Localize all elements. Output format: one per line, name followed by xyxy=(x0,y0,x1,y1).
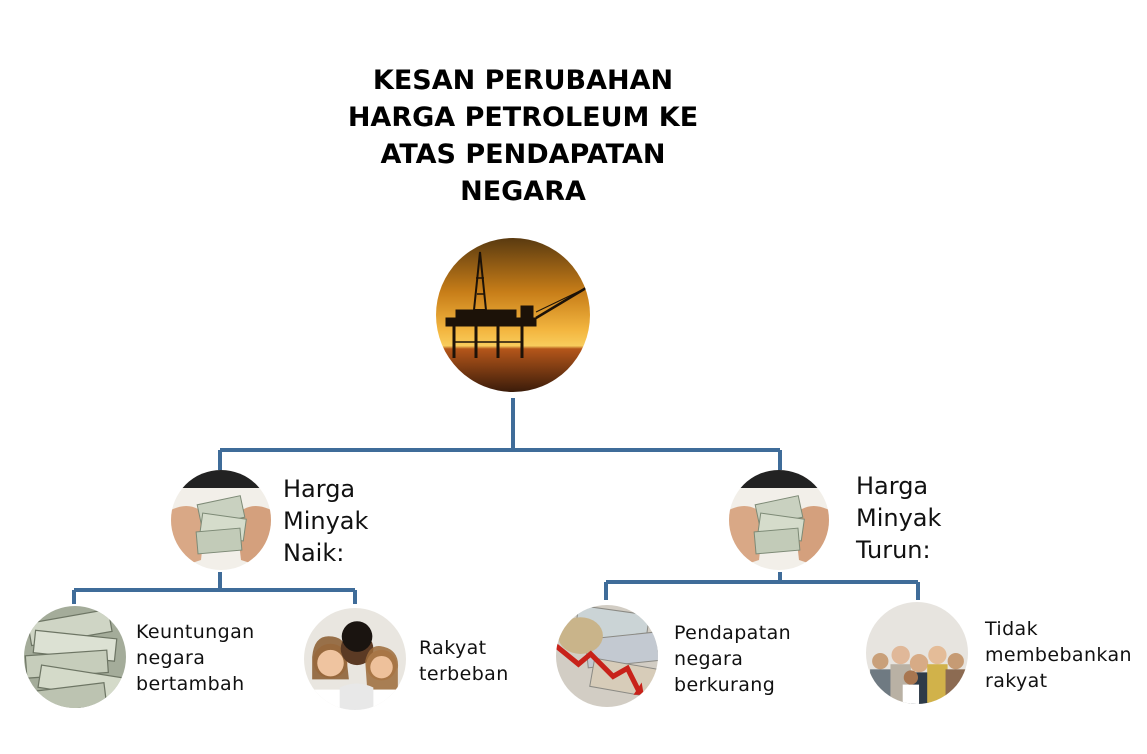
branch-node-naik xyxy=(171,470,271,570)
happy-people-icon xyxy=(304,608,406,710)
leaf-node-pendapatan xyxy=(556,605,658,707)
branch-node-turun xyxy=(729,470,829,570)
leaf-node-rakyat-terbeban xyxy=(304,608,406,710)
group-people-icon xyxy=(866,602,968,704)
branch-label-turun: Harga Minyak Turun: xyxy=(856,472,942,564)
leaf-label-pendapatan: Pendapatan negara berkurang xyxy=(674,622,792,696)
right-connector xyxy=(604,572,920,600)
leaf-label-rakyat-terbeban: Rakyat terbeban xyxy=(419,637,509,685)
leaf-node-tidak-membebankan xyxy=(866,602,968,704)
left-connector xyxy=(72,572,357,604)
leaf-node-keuntungan xyxy=(24,606,126,708)
page-title: KESAN PERUBAHAN HARGA PETROLEUM KE ATAS … xyxy=(347,65,699,207)
leaf-label-tidak-membebankan: Tidak membebankan rakyat xyxy=(985,618,1132,692)
oil-rig-sunset-icon xyxy=(436,238,590,392)
money-hands-icon xyxy=(171,470,271,570)
leaf-label-keuntungan: Keuntungan negara bertambah xyxy=(136,621,255,695)
branch-label-naik: Harga Minyak Naik: xyxy=(283,475,369,567)
root-node xyxy=(436,238,590,392)
money-hands-icon xyxy=(729,470,829,570)
falling-chart-icon xyxy=(556,605,658,707)
root-connector xyxy=(218,398,782,470)
money-stack-icon xyxy=(24,606,126,708)
